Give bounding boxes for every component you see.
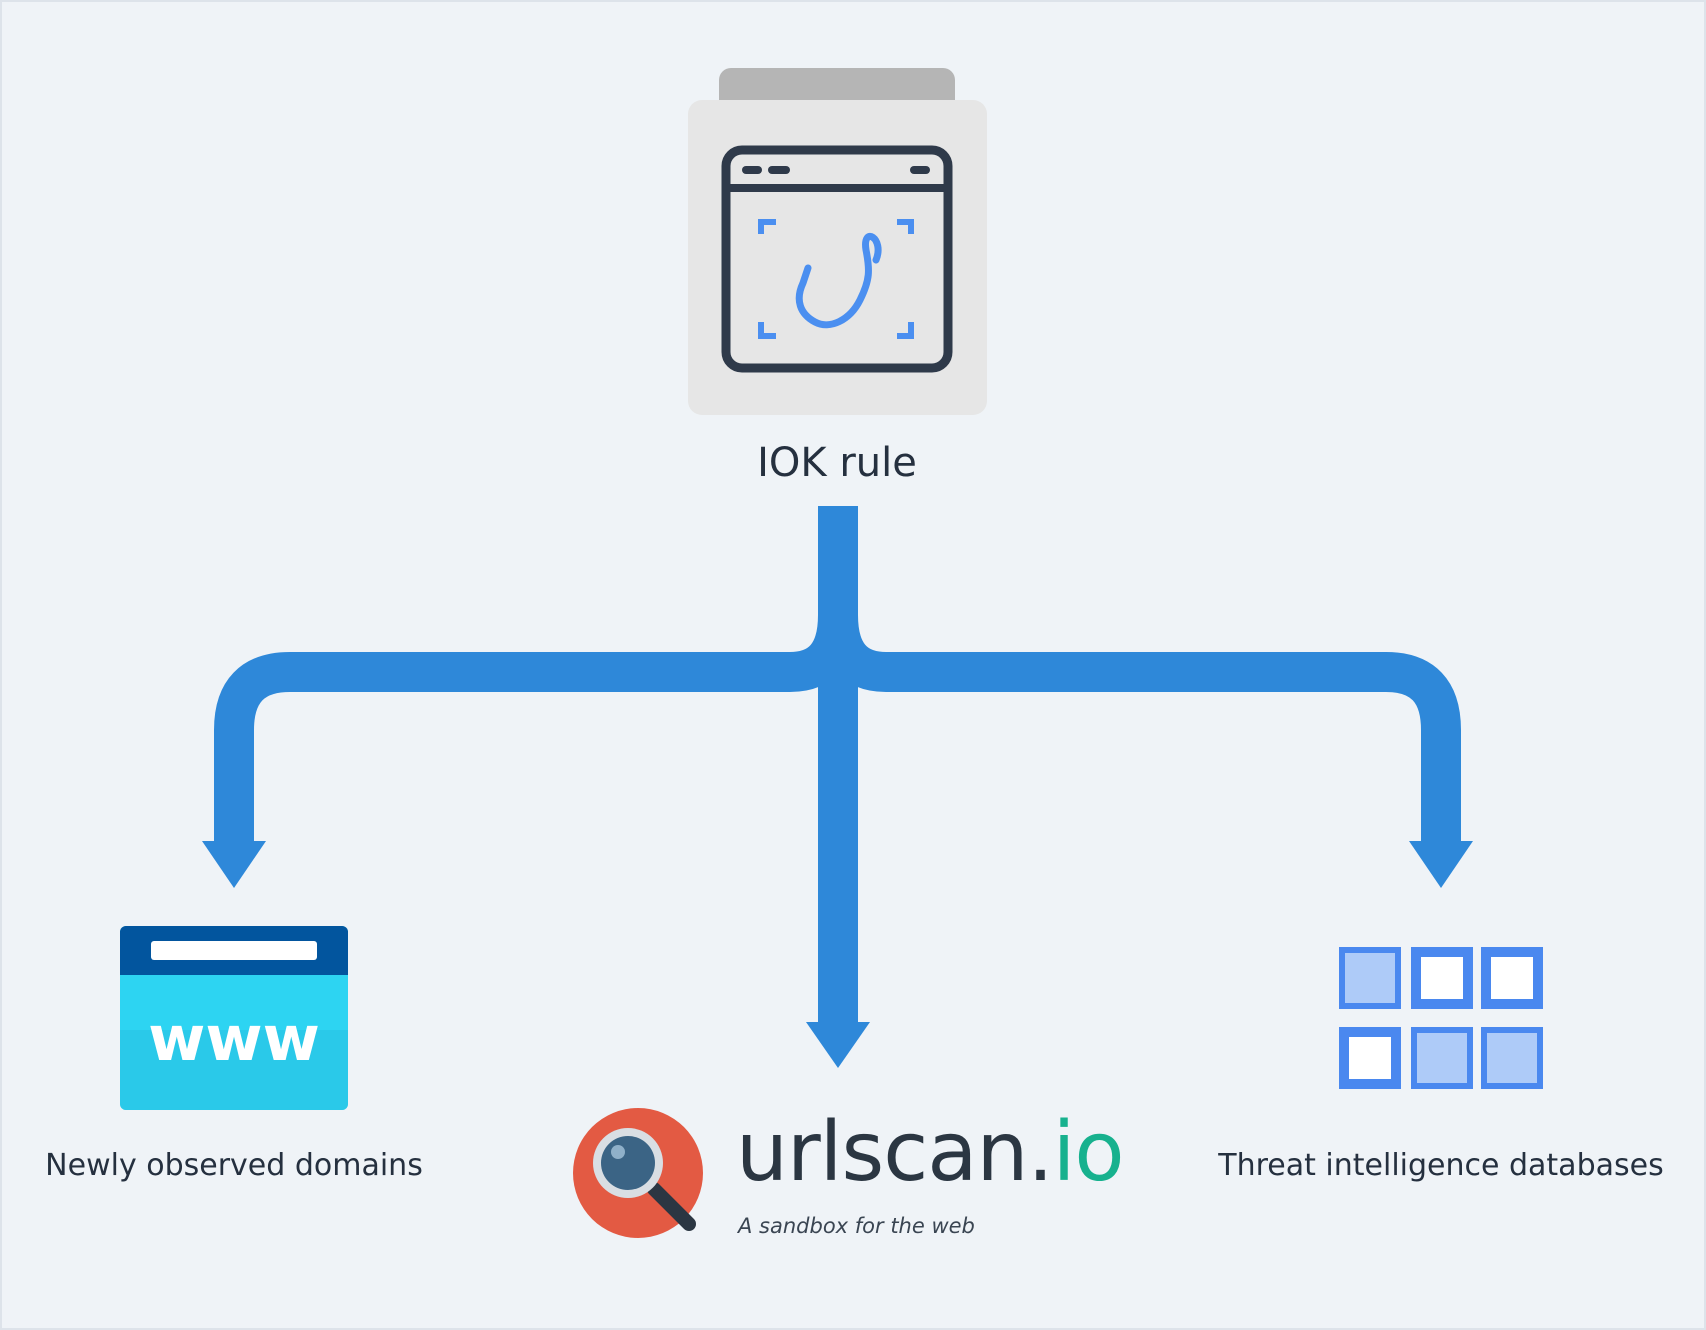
threat-intelligence-label: Threat intelligence databases — [1218, 1148, 1664, 1183]
grid-tile — [1339, 1027, 1401, 1089]
center-arrowhead — [806, 1022, 870, 1068]
newly-observed-domains-label: Newly observed domains — [45, 1148, 423, 1183]
right-branch-arrow — [818, 614, 1461, 846]
fish-hook-icon — [795, 233, 882, 329]
urlscan-tagline: A sandbox for the web — [738, 1214, 975, 1238]
grid-tile — [1481, 1027, 1543, 1089]
scan-corners-icon — [758, 219, 914, 339]
grid-tile — [1411, 1027, 1473, 1089]
grid-tile — [1411, 947, 1473, 1009]
browser-window-icon — [721, 145, 953, 373]
urlscan-wordmark-main: urlscan. — [736, 1105, 1054, 1200]
urlscan-wordmark: urlscan.io — [736, 1112, 1125, 1194]
urlscan-wordmark-tld: io — [1052, 1105, 1125, 1200]
www-text: www — [148, 1002, 320, 1075]
left-branch-arrow — [214, 614, 858, 846]
urlscan-logo-icon — [573, 1108, 703, 1238]
iok-rule-icon — [688, 68, 987, 415]
grid-tile — [1339, 947, 1401, 1009]
arrowheads — [202, 841, 1473, 1068]
database-grid-icon — [1339, 947, 1543, 1089]
right-arrowhead — [1409, 841, 1473, 888]
left-arrowhead — [202, 841, 266, 888]
www-browser-icon: www — [120, 926, 348, 1110]
iok-rule-label: IOK rule — [757, 440, 917, 486]
branch-arrows — [214, 506, 1461, 1024]
grid-tile — [1481, 947, 1543, 1009]
